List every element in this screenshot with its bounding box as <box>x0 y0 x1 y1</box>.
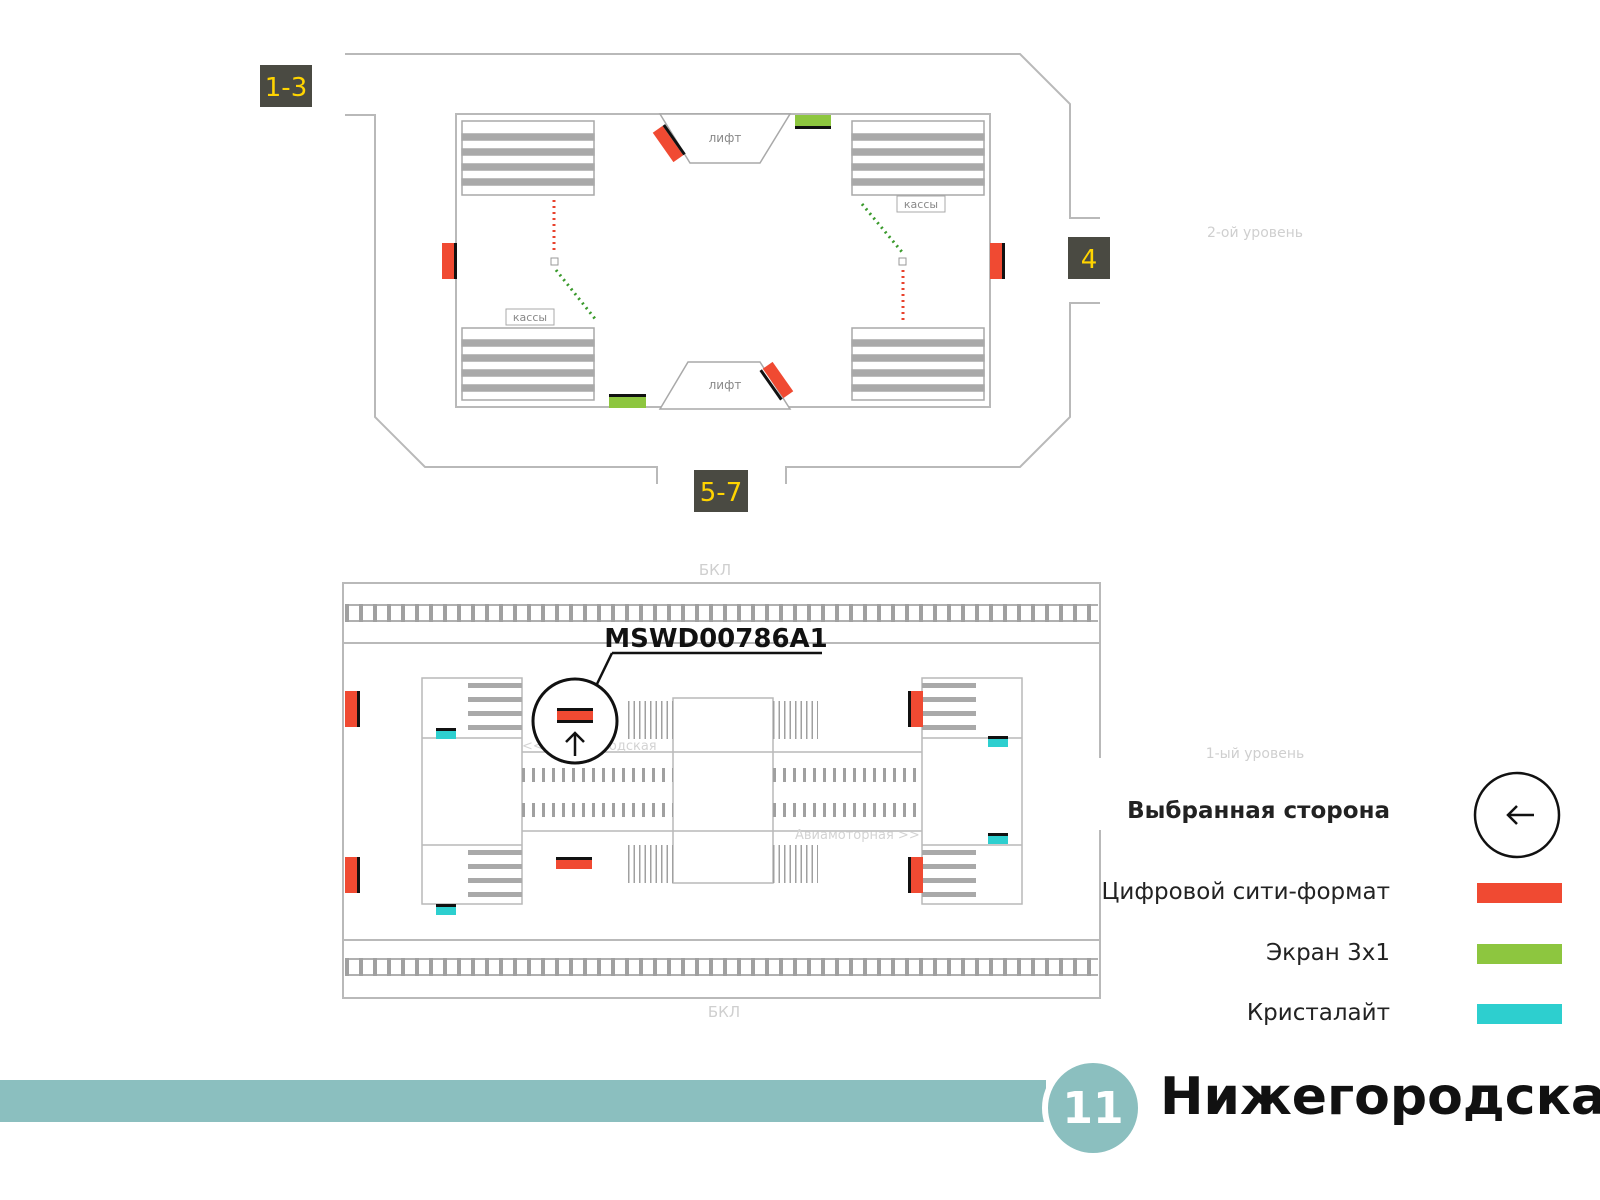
ad-city-format-lift-bottom <box>759 361 794 401</box>
line-number-badge: 11 <box>1042 1057 1144 1159</box>
track-top <box>345 604 1098 622</box>
legend-screen-swatch <box>1477 944 1562 964</box>
turnstile-node-left <box>550 257 559 266</box>
escalator-lower-right-bottom <box>922 850 976 897</box>
upper-level-label: 2-ой уровень <box>1207 225 1303 241</box>
upper-outer-wall-right <box>785 302 1100 484</box>
track-label-top: БКЛ <box>699 561 731 579</box>
ad-city-format-lower-left-bottom <box>345 857 360 893</box>
lower-outer-wall <box>342 582 1101 999</box>
stair-blocks <box>628 701 818 883</box>
lifts <box>658 113 792 410</box>
escalator-lower-left-bottom <box>468 850 522 897</box>
ad-crystalite-left-top <box>436 728 456 739</box>
lower-ad-markers <box>345 691 1008 915</box>
upper-escalators <box>461 120 985 401</box>
exit-badge-4: 4 <box>1068 237 1110 279</box>
cashier-label-left: кассы <box>513 311 547 324</box>
ad-city-format-upper-right <box>990 243 1005 279</box>
cashier-box-left <box>505 308 555 326</box>
turnstile-lines <box>550 200 907 322</box>
ad-city-format-lower-right-top <box>908 691 923 727</box>
escalator-top-right <box>851 120 985 196</box>
selected-side-legend-icon <box>1473 771 1561 859</box>
legend-selected-side: Выбранная сторона <box>1127 798 1390 824</box>
svg-text:1-3: 1-3 <box>265 73 307 103</box>
metro-line-bar <box>0 1080 1046 1122</box>
cashier-label-right: кассы <box>904 198 938 211</box>
selected-ad-marker[interactable] <box>531 651 822 765</box>
lower-level-label: 1-ый уровень <box>1206 746 1305 762</box>
escalator-lower-right-top <box>922 683 976 730</box>
legend-city-format-label: Цифровой сити-формат <box>1101 879 1390 905</box>
ad-crystalite-right-bottom <box>988 833 1008 844</box>
legend-screen-label: Экран 3х1 <box>1266 940 1390 966</box>
cashier-box-right <box>896 195 946 213</box>
ad-crystalite-left-bottom <box>436 904 456 915</box>
svg-text:4: 4 <box>1081 245 1098 275</box>
svg-text:5-7: 5-7 <box>700 478 742 508</box>
legend-city-format-swatch <box>1477 883 1562 903</box>
lift-bottom <box>658 361 792 410</box>
ad-city-format-lower-left-top <box>345 691 360 727</box>
ad-city-format-upper-left <box>442 243 457 279</box>
upper-outer-wall-left <box>345 114 658 484</box>
ad-city-format-lower-right-bottom <box>908 857 923 893</box>
legend-crystalite-label: Кристалайт <box>1246 1000 1390 1026</box>
ad-city-format-center-bottom <box>556 857 592 869</box>
escalator-top-left <box>461 120 595 196</box>
turnstile-node-right <box>898 257 907 266</box>
escalator-bottom-left <box>461 327 595 401</box>
exit-badge-5-7: 5-7 <box>694 470 748 512</box>
track-label-bottom: БКЛ <box>708 1003 740 1021</box>
track-bottom <box>345 958 1098 976</box>
ad-screen-3x1-bottom <box>609 394 646 408</box>
ad-screen-3x1-top <box>795 115 831 129</box>
exit-badge-1-3: 1-3 <box>260 65 312 107</box>
turnstile-green-right <box>860 203 904 253</box>
legend-crystalite-swatch <box>1477 1004 1562 1024</box>
ad-crystalite-right-top <box>988 736 1008 747</box>
lower-escalators <box>468 683 976 897</box>
ad-city-format-lift-top <box>652 124 686 163</box>
lower-level-plan <box>342 582 1101 999</box>
upper-outer-wall-top <box>345 53 1100 219</box>
lift-top-label: лифт <box>709 131 742 145</box>
escalator-lower-left-top <box>468 683 522 730</box>
upper-ad-markers <box>442 115 1005 408</box>
turnstile-green-left <box>554 269 598 321</box>
direction-label-right: Авиамоторная >> <box>795 828 920 843</box>
escalator-bottom-right <box>851 327 985 401</box>
station-name: Нижегородская <box>1160 1067 1600 1127</box>
lift-bottom-label: лифт <box>709 378 742 392</box>
selected-ad-code: MSWD00786A1 <box>604 624 828 654</box>
